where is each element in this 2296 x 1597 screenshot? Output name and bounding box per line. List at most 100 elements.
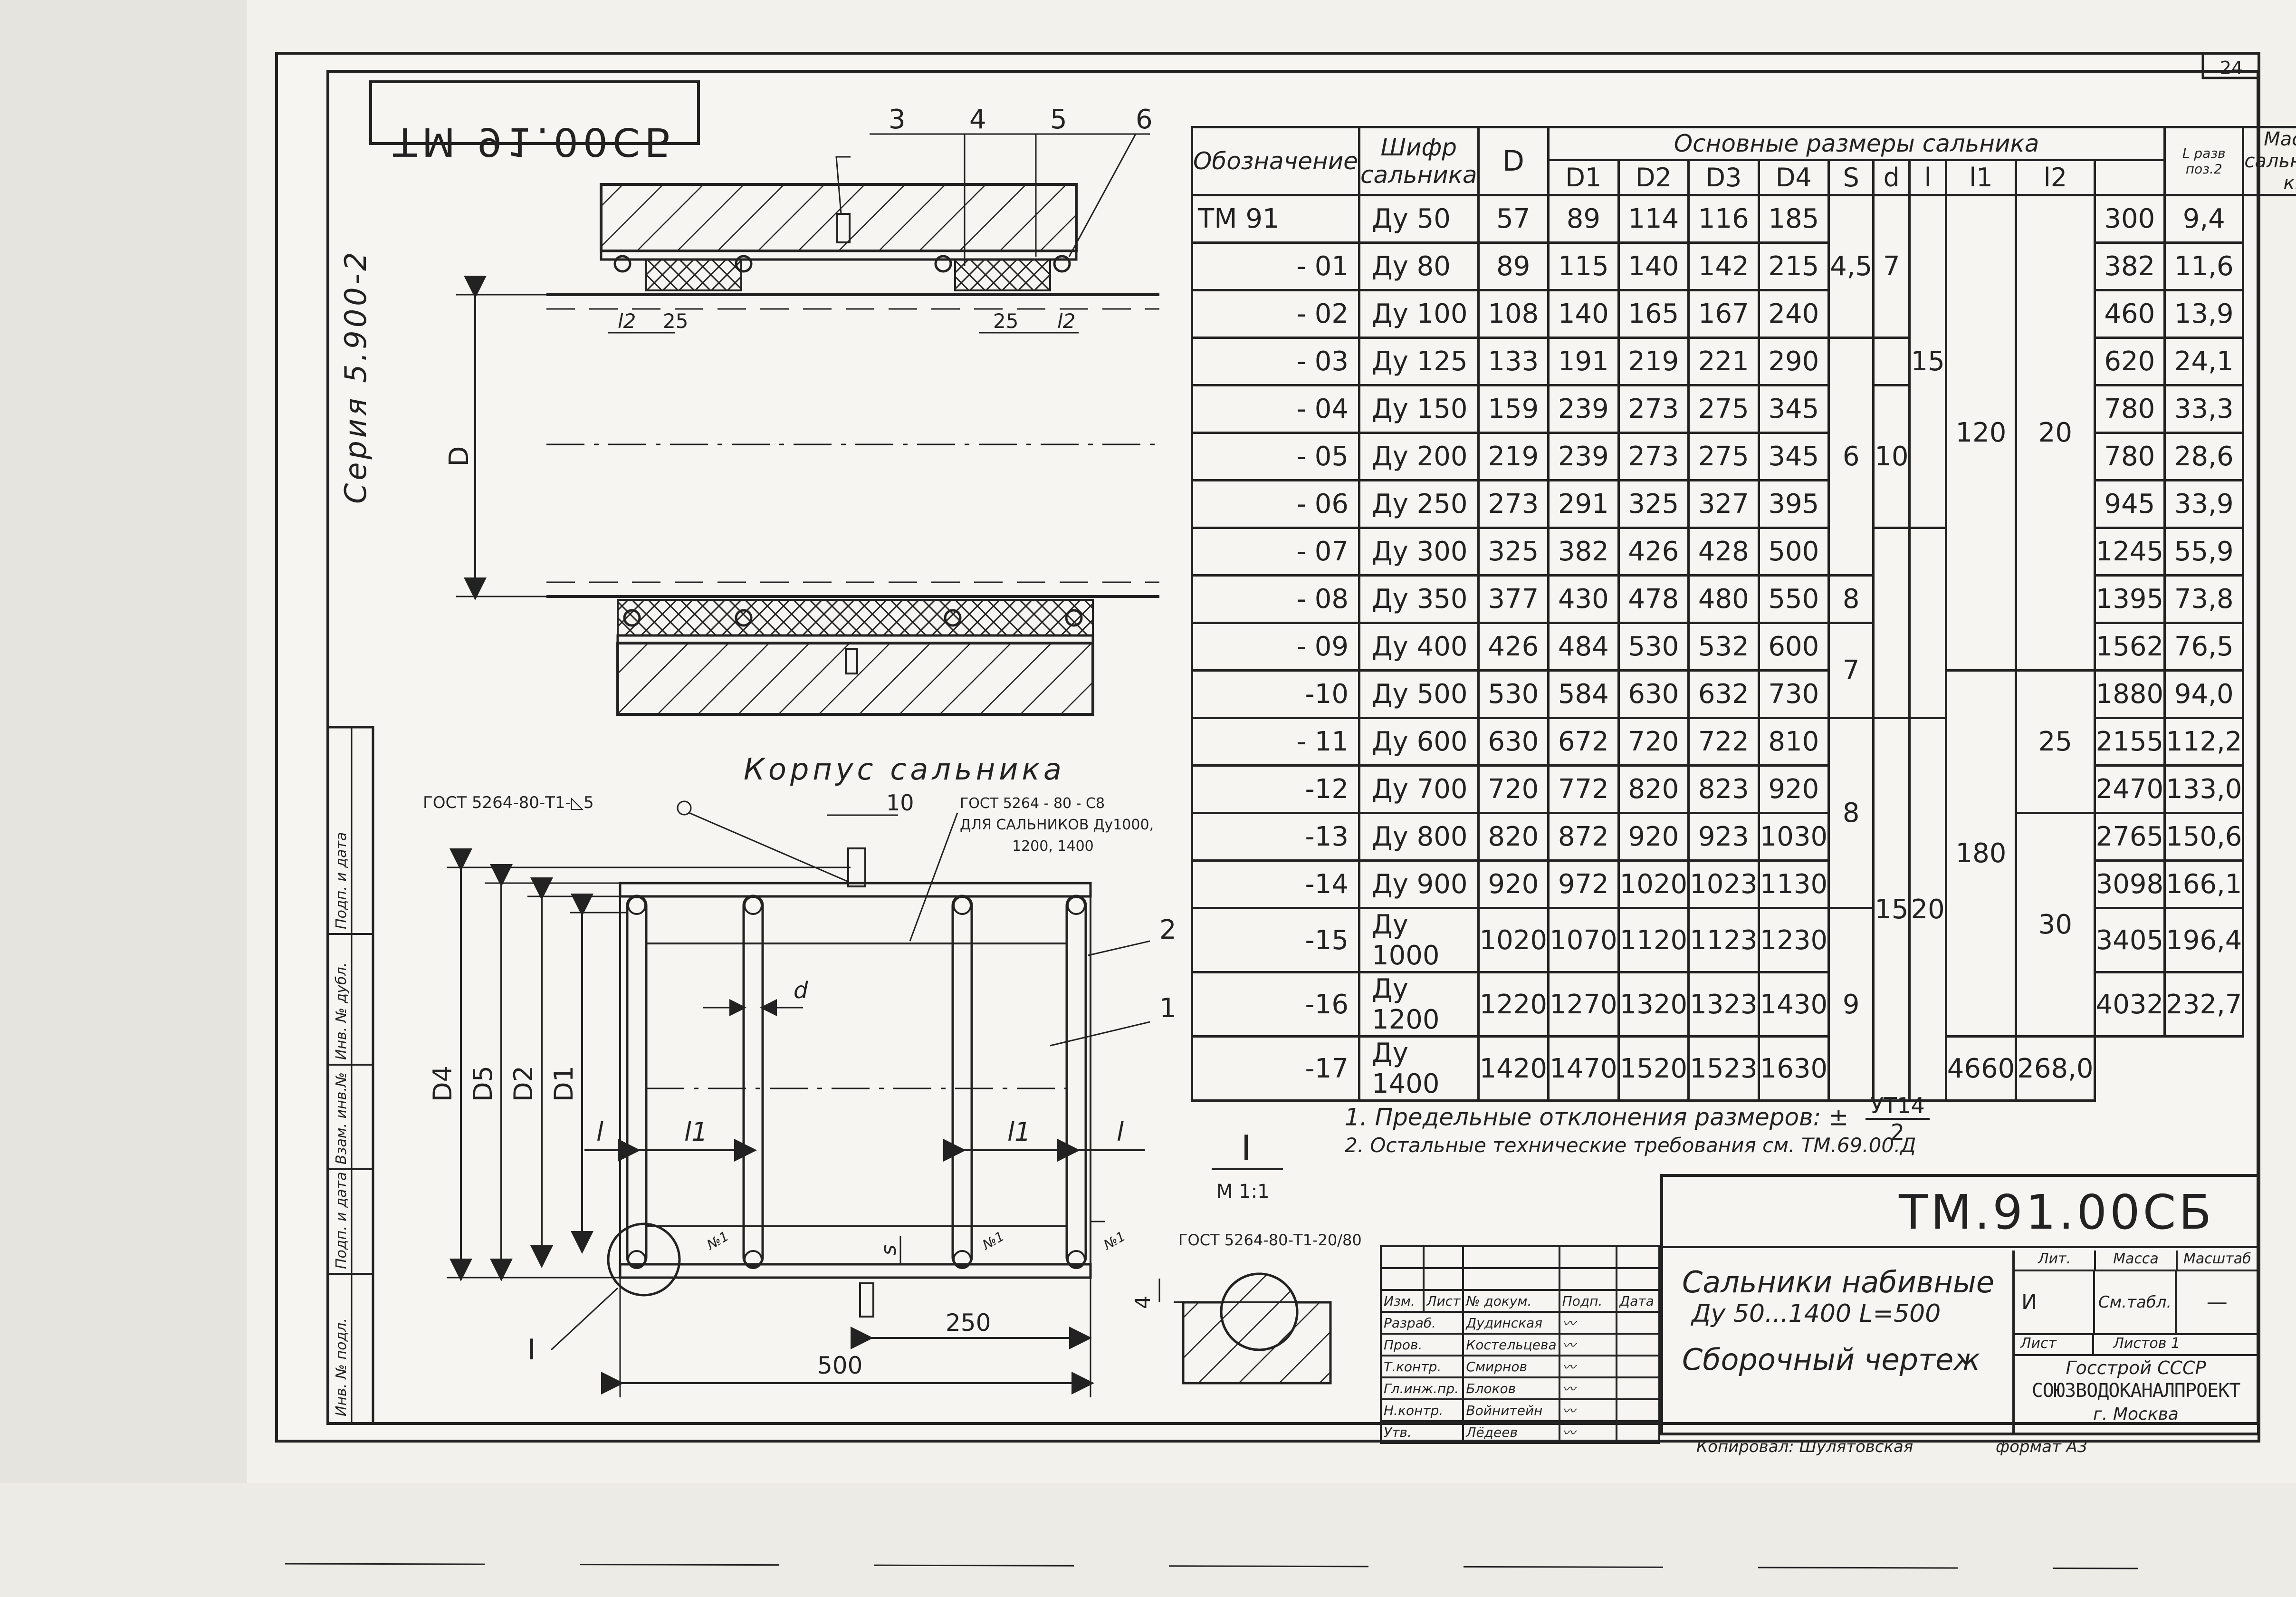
page-number: 24	[2220, 58, 2243, 78]
cell-D4: 1130	[1757, 859, 1830, 909]
cell-des: -17	[1191, 1035, 1360, 1102]
stamp-head-list: Лист	[1423, 1289, 1464, 1313]
cell-cip: Ду 1000	[1358, 907, 1480, 973]
cell-L: 1395	[2093, 574, 2166, 624]
cell-mass: 133,0	[2163, 764, 2245, 814]
th-L: L разв поз.2	[2163, 126, 2245, 196]
cell-D3: 823	[1687, 764, 1760, 814]
cell-mass: 268,0	[2015, 1035, 2096, 1102]
cell-L: 620	[2093, 337, 2166, 386]
ring-end-6	[744, 1250, 763, 1269]
cell-D: 530	[1477, 669, 1550, 719]
title-org-1: Госстрой СССР	[2066, 1357, 2206, 1378]
table-row: - 09 Ду 400 426 484 530 532 600 7 1562 7…	[1191, 622, 2296, 719]
dim-25-left: 25	[663, 309, 688, 333]
cell-des: - 02	[1191, 289, 1360, 339]
stamp-signature: 〰	[1558, 1398, 1618, 1422]
cell-D1: 115	[1547, 241, 1620, 291]
cell-D3: 428	[1687, 527, 1760, 577]
wall-lower	[616, 642, 1094, 716]
left-strip-5: Подп. и дата	[333, 832, 350, 929]
gost-note-1-marker	[677, 800, 692, 816]
cell-D2: 273	[1617, 384, 1690, 434]
cell-D4: 215	[1757, 241, 1830, 291]
stamp-signature: 〰	[1558, 1333, 1618, 1356]
cell-D1: 872	[1547, 812, 1620, 862]
detail-circle	[607, 1222, 681, 1297]
leader-1	[1050, 1021, 1150, 1047]
section-title: Корпус сальника	[744, 752, 1065, 787]
cell-cip: Ду 900	[1358, 859, 1480, 909]
cell-D1: 1070	[1547, 907, 1620, 973]
stamp-signature: 〰	[1558, 1376, 1618, 1400]
stamp-role: Гл.инж.пр.	[1379, 1376, 1464, 1400]
cell-D4: 345	[1757, 432, 1830, 481]
cell-D3: 1023	[1687, 859, 1760, 909]
cell-des: - 03	[1191, 337, 1360, 386]
cell-D2: 530	[1617, 622, 1690, 672]
ring-lower-2	[735, 609, 753, 627]
gost-leader-1	[689, 812, 849, 883]
cell-mass: 73,8	[2163, 574, 2245, 624]
ring-end-3	[953, 896, 972, 915]
ring-end-4	[1067, 896, 1086, 915]
cell-L: 2470	[2093, 764, 2166, 814]
cell-D3: 923	[1687, 812, 1760, 862]
cell-D2: 1320	[1617, 971, 1690, 1038]
cell-D4: 1030	[1757, 812, 1830, 862]
cell-D2: 1520	[1617, 1035, 1690, 1102]
cell-des: -14	[1191, 859, 1360, 909]
cell-cip: Ду 600	[1358, 717, 1480, 767]
cell-D: 1220	[1477, 971, 1550, 1038]
dim-10-label: 10	[886, 790, 914, 816]
cell-d-empty	[1872, 337, 1911, 386]
stamp-role: Разраб.	[1379, 1311, 1464, 1335]
cell-D4: 395	[1757, 479, 1830, 529]
cell-D3: 275	[1687, 384, 1760, 434]
cell-D2: 1020	[1617, 859, 1690, 909]
detail-leader-label: I	[527, 1333, 536, 1366]
th-l2: l2	[2015, 158, 2096, 197]
callout-2: 2	[1159, 914, 1177, 945]
table-row: - 07 Ду 300 325 382 426 428 500 1245 55,…	[1191, 527, 2296, 719]
dim-d-label: d	[794, 977, 808, 1004]
cell-l2-merged: 20	[2015, 194, 2096, 672]
stamp-name: Костельцева	[1462, 1333, 1560, 1356]
dim-l-right: l	[1117, 1117, 1124, 1147]
cell-D: 325	[1477, 527, 1550, 577]
dim-s-label: s	[877, 1245, 901, 1256]
cell-des: - 06	[1191, 479, 1360, 529]
cell-D: 108	[1477, 289, 1550, 339]
title-name-cell: Сальники набивные Ду 50...1400 L=500 Сбо…	[1663, 1251, 2015, 1433]
cell-D4: 920	[1757, 764, 1830, 814]
cell-D4: 185	[1757, 194, 1830, 244]
ring-upper-4	[1053, 255, 1071, 273]
cell-D4: 500	[1757, 527, 1830, 577]
page-number-box	[2201, 52, 2260, 79]
stamp-head-date: Дата	[1616, 1289, 1660, 1313]
dim-25-right: 25	[993, 309, 1018, 333]
detail-rod-hatch	[1220, 1272, 1299, 1351]
housing-drawing: D4 D5 D2 D1 l l1 l1 l d s 10 250 500 №1 …	[423, 790, 1177, 1397]
stamp-row: Н.контр.Войнитейн〰	[1379, 1398, 1660, 1422]
cell-D: 1420	[1477, 1035, 1550, 1102]
cell-L: 1880	[2093, 669, 2166, 719]
cell-D3: 142	[1687, 241, 1760, 291]
table-row: -13 Ду 800 820 872 920 923 1030 30 2765 …	[1191, 812, 2296, 1038]
cell-D2: 273	[1617, 432, 1690, 481]
left-strip-4: Инв. № дубл.	[333, 962, 350, 1060]
cell-mass: 55,9	[2163, 527, 2245, 577]
detail-view: I M 1:1 ГОСТ 5264-80-Т1-20/80 4	[1131, 1128, 1362, 1385]
stamp-row: Гл.инж.пр.Блоков〰	[1379, 1376, 1660, 1400]
detail-scale: M 1:1	[1216, 1181, 1270, 1203]
cell-D2: 920	[1617, 812, 1690, 862]
cell-S-merged: 6	[1827, 337, 1875, 577]
th-D: D	[1477, 126, 1550, 196]
left-strip: Инв. № подл. Подп. и дата Взам. инв.№ Ин…	[326, 726, 374, 1425]
table-row: -17 Ду 1400 1420 1470 1520 1523 1630 466…	[1191, 1035, 2296, 1102]
title-org-3: г. Москва	[2093, 1405, 2179, 1424]
cell-D2: 140	[1617, 241, 1690, 291]
stamp-blank-row	[1379, 1267, 1660, 1291]
cell-D2: 720	[1617, 717, 1690, 767]
note-1: 1. Предельные отклонения размеров: ± УТ1…	[1345, 1093, 1930, 1145]
